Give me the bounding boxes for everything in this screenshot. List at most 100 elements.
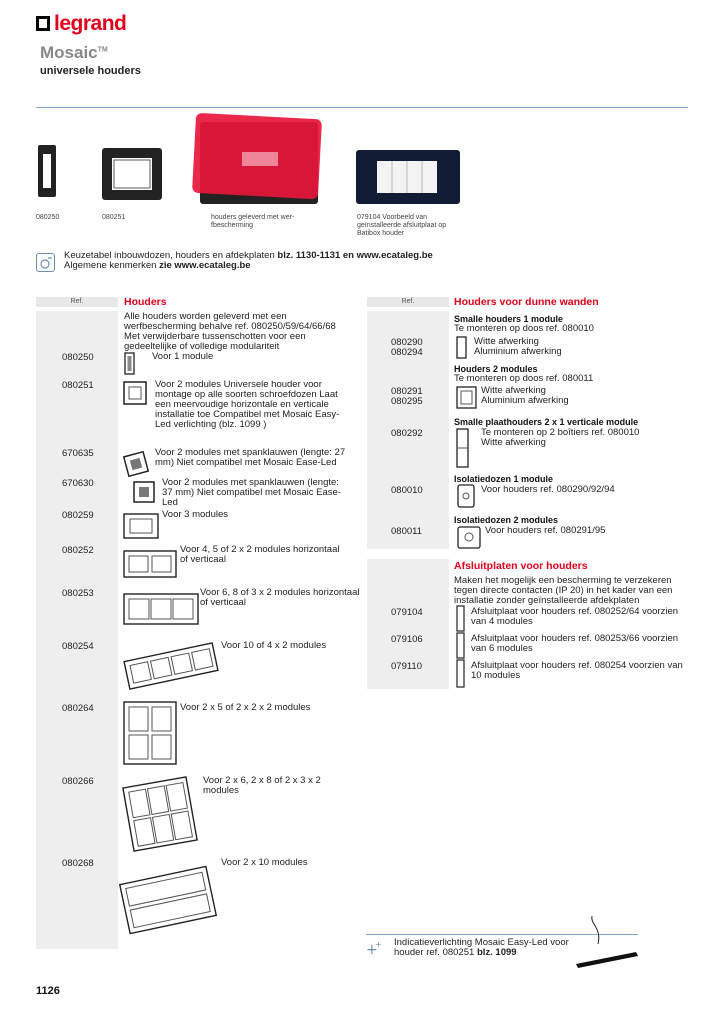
desc-080291: Witte afwerking	[481, 385, 546, 396]
desc-080290: Witte afwerking	[474, 336, 539, 347]
desc-080011: Voor houders ref. 080291/95	[485, 525, 606, 536]
s6-intro: Maken het mogelijk een bescherming te ve…	[454, 575, 673, 606]
holder-2-modules-thin-icon	[456, 386, 477, 409]
easy-led-icon: + +	[366, 940, 382, 958]
s1-sub: Te monteren op doos ref. 080010	[454, 323, 594, 334]
desc-670630: Voor 2 modules met spanklauwen (lengte: …	[162, 477, 341, 508]
holder-2x10-modules-icon	[118, 865, 218, 935]
ref-079110: 079110	[391, 661, 422, 672]
holder-2x5-modules-icon	[123, 701, 177, 765]
desc-080292: Te monteren op 2 boîtiers ref. 080010 Wi…	[481, 427, 640, 448]
legrand-logo: legrand	[54, 12, 127, 35]
holder-spanklauwen-37-icon	[133, 481, 155, 503]
left-section-title: Houders	[124, 296, 167, 308]
page-subtitle: universele houders	[40, 65, 141, 77]
insulation-box-1-icon	[457, 484, 475, 508]
ref-080011: 080011	[391, 526, 422, 537]
s2-title: Houders 2 modules	[454, 364, 538, 374]
ref-080010: 080010	[391, 485, 423, 496]
desc-080266: Voor 2 x 6, 2 x 8 of 2 x 3 x 2 modules	[203, 775, 321, 796]
holder-3-modules-icon	[123, 513, 159, 539]
holder-2x6-modules-icon	[122, 776, 198, 852]
s6-title: Afsluitplaten voor houders	[454, 560, 588, 572]
desc-080251: Voor 2 modules Universele houder voor mo…	[155, 379, 340, 430]
holder-1-module-icon	[124, 352, 135, 375]
ref-080251: 080251	[62, 380, 94, 391]
ref-080253: 080253	[62, 588, 94, 599]
ref-079104: 079104	[391, 607, 423, 618]
info-line-2: Algemene kenmerken zie www.ecataleg.be	[64, 260, 251, 271]
catalog-info: Keuzetabel inbouwdozen, houders en afdek…	[64, 251, 433, 271]
cover-plate-6-icon	[456, 632, 465, 659]
ref-080268: 080268	[62, 858, 94, 869]
holder-10-modules-icon	[123, 642, 219, 690]
holder-6-modules-icon	[123, 593, 199, 625]
page-number: 1126	[36, 985, 60, 997]
svg-text:+: +	[375, 940, 382, 949]
right-ref-header: Ref.	[367, 297, 449, 307]
desc-080294: Aluminium afwerking	[474, 346, 562, 357]
brand-title: MosaicTM	[40, 43, 108, 62]
cover-plate-10-icon	[456, 659, 465, 688]
holder-spanklauwen-27-icon	[122, 450, 150, 478]
ref-080295: 080295	[391, 396, 423, 407]
desc-080253: Voor 6, 8 of 3 x 2 modules horizontaal o…	[200, 587, 360, 608]
desc-080259: Voor 3 modules	[162, 509, 229, 520]
right-ref-column-2	[367, 559, 449, 689]
left-intro: Alle houders worden geleverd met een wer…	[124, 311, 336, 352]
s3-title: Smalle plaathouders 2 x 1 verticale modu…	[454, 417, 639, 427]
desc-079110: Afsluitplaat voor houders ref. 080254 vo…	[471, 660, 683, 681]
left-ref-column	[36, 311, 118, 949]
photo-houders-werfbescherming	[192, 113, 322, 204]
easy-led-product-image	[576, 915, 638, 968]
cover-plate-4-icon	[456, 605, 465, 632]
caption-079104: 079104 Voorbeeld van geïnstalleerde afsl…	[357, 214, 447, 237]
s4-title: Isolatiedozen 1 module	[454, 474, 554, 484]
footer-note-line-1: Indicatieverlichting Mosaic Easy-Led voo…	[394, 937, 569, 948]
caption-werfbescherming: houders geleverd met wer-fbescherming	[211, 214, 295, 229]
ref-080290: 080290	[391, 337, 423, 348]
desc-080268: Voor 2 x 10 modules	[221, 857, 308, 868]
ref-080292: 080292	[391, 428, 423, 439]
holder-4-modules-icon	[123, 550, 177, 578]
desc-080250: Voor 1 module	[152, 351, 214, 362]
desc-080254: Voor 10 of 4 x 2 modules	[221, 640, 327, 651]
header-divider	[36, 107, 688, 108]
catalog-info-icon	[36, 253, 55, 272]
s2-sub: Te monteren op doos ref. 080011	[454, 373, 594, 384]
holder-2-modules-icon	[123, 381, 147, 405]
footer-note: Indicatieverlichting Mosaic Easy-Led voo…	[394, 938, 624, 958]
left-ref-header: Ref.	[36, 297, 118, 307]
desc-079106: Afsluitplaat voor houders ref. 080253/66…	[471, 633, 679, 654]
insulation-box-2-icon	[457, 526, 481, 549]
ref-080250: 080250	[62, 352, 94, 363]
narrow-holder-icon	[456, 336, 467, 359]
desc-079104: Afsluitplaat voor houders ref. 080252/64…	[471, 606, 679, 627]
ref-080264: 080264	[62, 703, 94, 714]
vertical-plate-holder-icon	[456, 428, 469, 468]
photo-080251	[102, 148, 162, 200]
photo-079104	[356, 150, 460, 204]
desc-080264: Voor 2 x 5 of 2 x 2 x 2 modules	[180, 702, 311, 713]
ref-080259: 080259	[62, 510, 94, 521]
photo-080250	[38, 145, 56, 197]
footer-note-line-2: houder ref. 080251 blz. 1099	[394, 947, 517, 958]
info-line-1: Keuzetabel inbouwdozen, houders en afdek…	[64, 250, 433, 261]
ref-670630: 670630	[62, 478, 94, 489]
right-ref-column-1	[367, 311, 449, 549]
footer-note-rule	[366, 934, 638, 935]
ref-080291: 080291	[391, 386, 423, 397]
s5-title: Isolatiedozen 2 modules	[454, 515, 559, 525]
caption-080250: 080250	[36, 214, 60, 221]
ref-079106: 079106	[391, 634, 423, 645]
desc-670635: Voor 2 modules met spanklauwen (lengte: …	[155, 447, 346, 468]
ref-080294: 080294	[391, 347, 423, 358]
desc-080295: Aluminium afwerking	[481, 395, 569, 406]
legrand-logo-mark	[36, 16, 50, 31]
caption-080251: 080251	[102, 214, 126, 221]
desc-080252: Voor 4, 5 of 2 x 2 modules horizontaal o…	[180, 544, 340, 565]
desc-080010: Voor houders ref. 080290/92/94	[481, 484, 615, 495]
ref-080252: 080252	[62, 545, 94, 556]
svg-text:+: +	[366, 942, 378, 958]
right-section-title: Houders voor dunne wanden	[454, 296, 599, 308]
